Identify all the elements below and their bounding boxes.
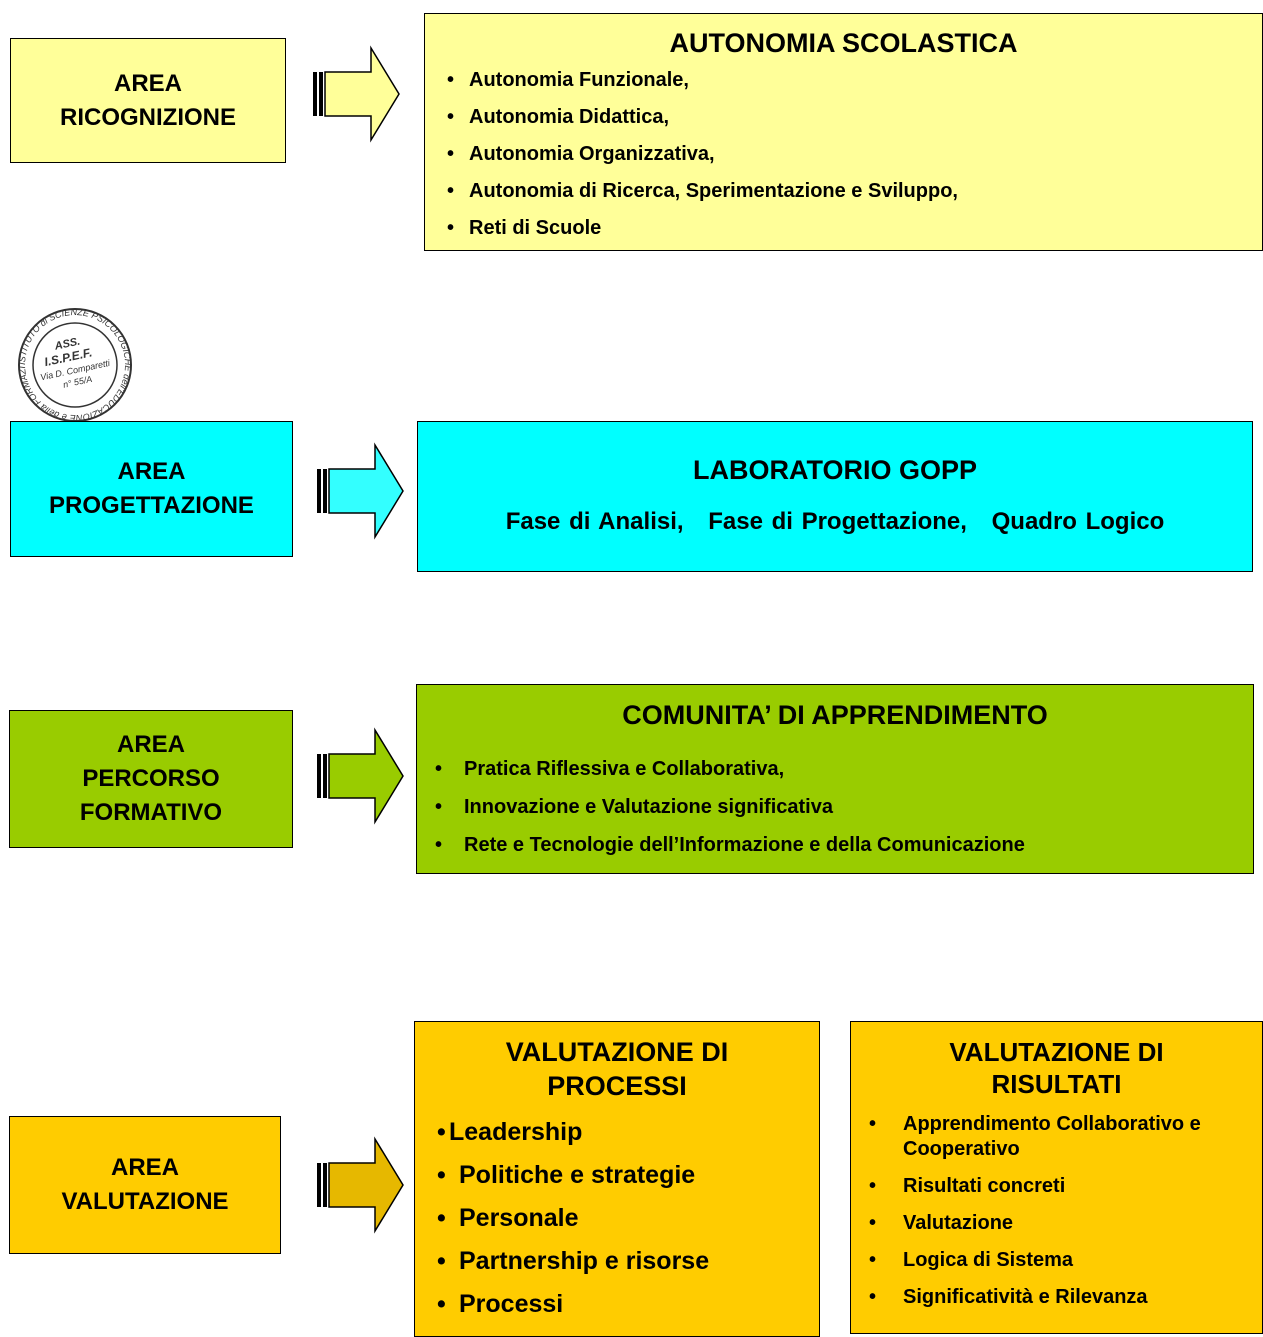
bullet-icon: • <box>869 1249 877 1271</box>
area-label-line: AREA <box>110 1154 179 1181</box>
bullet-icon: • <box>435 796 443 818</box>
list-item-text: Innovazione e Valutazione significativa <box>464 796 833 818</box>
list-item: • Autonomia Funzionale, <box>447 62 1262 99</box>
list-item-text: Autonomia Organizzativa, <box>469 143 715 165</box>
box-title-line: VALUTAZIONE DI <box>505 1037 729 1067</box>
svg-text:ASS.: ASS. <box>53 336 82 353</box>
area-label-line: FORMATIVO <box>79 799 223 826</box>
list-item: • Rete e Tecnologie dell’Informazione e d… <box>435 826 1253 864</box>
list-item-text: Partnership e risorse <box>459 1247 710 1275</box>
list-item-text: Risultati concreti <box>903 1175 1066 1197</box>
list-item: • Valutazione <box>869 1211 1262 1236</box>
valutazione-processi-box: VALUTAZIONE DI PROCESSI •Leadership •Pol… <box>414 1021 820 1337</box>
list-item: • Politiche e strategie <box>437 1154 819 1197</box>
list-item-text: Significatività e Rilevanza <box>903 1286 1148 1308</box>
box-title: VALUTAZIONE DI PROCESSI <box>415 1035 819 1103</box>
bullet-icon: • <box>447 143 455 165</box>
bullet-icon: • <box>447 180 455 202</box>
bullet-icon: • <box>869 1175 877 1197</box>
bullet-icon: • <box>437 1290 446 1318</box>
bullet-icon: • <box>869 1286 877 1308</box>
list-item-text: Leadership <box>449 1118 583 1146</box>
list-item-text: Rete e Tecnologie dell’Informazione e de… <box>464 834 1025 856</box>
box-title: AUTONOMIA SCOLASTICA <box>669 28 1018 58</box>
ispef-stamp-logo: ISTITUTO di SCIENZE PSICOLOGICHE dell'ED… <box>12 306 133 423</box>
list-item-text: Autonomia di Ricerca, Sperimentazione e … <box>469 180 958 202</box>
area-label-line: RICOGNIZIONE <box>59 103 236 131</box>
box-title: VALUTAZIONE DI RISULTATI <box>851 1036 1262 1100</box>
list-item: • Autonomia di Ricerca, Sperimentazione e… <box>447 173 1262 210</box>
area-progettazione-box: AREA PROGETTAZIONE <box>10 421 293 557</box>
box-title: LABORATORIO GOPP <box>692 455 977 485</box>
list-item-text: Apprendimento Collaborativo e Cooperativ… <box>903 1113 1201 1160</box>
list-item: • Autonomia Didattica, <box>447 99 1262 136</box>
bullet-icon: • <box>869 1113 877 1135</box>
bullet-icon: • <box>437 1161 446 1189</box>
list-item: • Processi <box>437 1283 819 1326</box>
box-title: COMUNITA’ DI APPRENDIMENTO <box>622 700 1048 730</box>
bullet-icon: • <box>447 217 455 239</box>
list-item-text: Reti di Scuole <box>469 217 602 239</box>
area-ricognizione-box: AREA RICOGNIZIONE <box>10 38 286 163</box>
list-item-text: Autonomia Didattica, <box>469 106 670 128</box>
list-item-text: Valutazione <box>903 1212 1014 1234</box>
bullet-icon: • <box>437 1247 446 1275</box>
laboratorio-gopp-box: LABORATORIO GOPP Fase di Analisi, Fase d… <box>417 421 1253 572</box>
bullet-list: • Apprendimento Collaborativo e Cooperati… <box>869 1112 1262 1310</box>
bullet-icon: • <box>869 1212 877 1234</box>
bullet-icon: • <box>435 758 443 780</box>
phases-line: Fase di Analisi, Fase di Progettazione, … <box>418 508 1252 536</box>
list-item: • Pratica Riflessiva e Collaborativa, <box>435 750 1253 788</box>
list-item: • Significatività e Rilevanza <box>869 1285 1262 1310</box>
list-item: • Reti di Scuole <box>447 210 1262 247</box>
list-item: • Partnership e risorse <box>437 1240 819 1283</box>
right-arrow-icon <box>317 1136 404 1234</box>
area-label-line: AREA <box>117 458 186 485</box>
bullet-list: •Leadership •Politiche e strategie •Pers… <box>437 1111 819 1326</box>
right-arrow-icon <box>317 442 404 540</box>
phase-item: Quadro Logico <box>991 508 1165 535</box>
list-item: • Autonomia Organizzativa, <box>447 136 1262 173</box>
bullet-list: • Pratica Riflessiva e Collaborativa, • In… <box>435 750 1253 864</box>
list-item-text: Personale <box>459 1204 579 1232</box>
phase-item: Fase di Progettazione, <box>708 508 967 535</box>
list-item: • Risultati concreti <box>869 1174 1262 1199</box>
list-item: • Innovazione e Valutazione significativa <box>435 788 1253 826</box>
list-item-text: Politiche e strategie <box>459 1161 696 1189</box>
area-label-line: PERCORSO <box>82 765 220 792</box>
area-label-line: AREA <box>113 69 182 97</box>
bullet-icon: • <box>447 106 455 128</box>
area-label-line: AREA <box>116 731 185 758</box>
comunita-apprendimento-box: COMUNITA’ DI APPRENDIMENTO • Pratica Rifl… <box>416 684 1254 874</box>
box-title-line: VALUTAZIONE DI <box>949 1037 1164 1067</box>
autonomia-scolastica-box: AUTONOMIA SCOLASTICA • Autonomia Funziona… <box>424 13 1263 251</box>
valutazione-risultati-box: VALUTAZIONE DI RISULTATI • Apprendimento … <box>850 1021 1263 1334</box>
box-title-line: RISULTATI <box>991 1069 1122 1099</box>
area-valutazione-box: AREA VALUTAZIONE <box>9 1116 281 1254</box>
bullet-icon: • <box>447 69 455 91</box>
bullet-icon: • <box>437 1118 446 1146</box>
list-item-text: Logica di Sistema <box>903 1249 1074 1271</box>
list-item: • Logica di Sistema <box>869 1248 1262 1273</box>
right-arrow-icon <box>317 727 404 825</box>
list-item: • Personale <box>437 1197 819 1240</box>
area-percorso-formativo-box: AREA PERCORSO FORMATIVO <box>9 710 293 848</box>
area-label-line: VALUTAZIONE <box>61 1188 229 1215</box>
list-item-text: Autonomia Funzionale, <box>469 69 689 91</box>
box-title-line: PROCESSI <box>547 1071 687 1101</box>
list-item-text: Pratica Riflessiva e Collaborativa, <box>464 758 785 780</box>
list-item: • Apprendimento Collaborativo e Cooperati… <box>869 1112 1262 1162</box>
phase-item: Fase di Analisi, <box>505 508 684 535</box>
right-arrow-icon <box>313 45 400 143</box>
bullet-list: • Autonomia Funzionale, • Autonomia Didatt… <box>447 62 1262 247</box>
area-label-line: PROGETTAZIONE <box>49 492 254 519</box>
list-item-text: Processi <box>459 1290 564 1318</box>
bullet-icon: • <box>437 1204 446 1232</box>
list-item: •Leadership <box>437 1111 819 1154</box>
bullet-icon: • <box>435 834 443 856</box>
